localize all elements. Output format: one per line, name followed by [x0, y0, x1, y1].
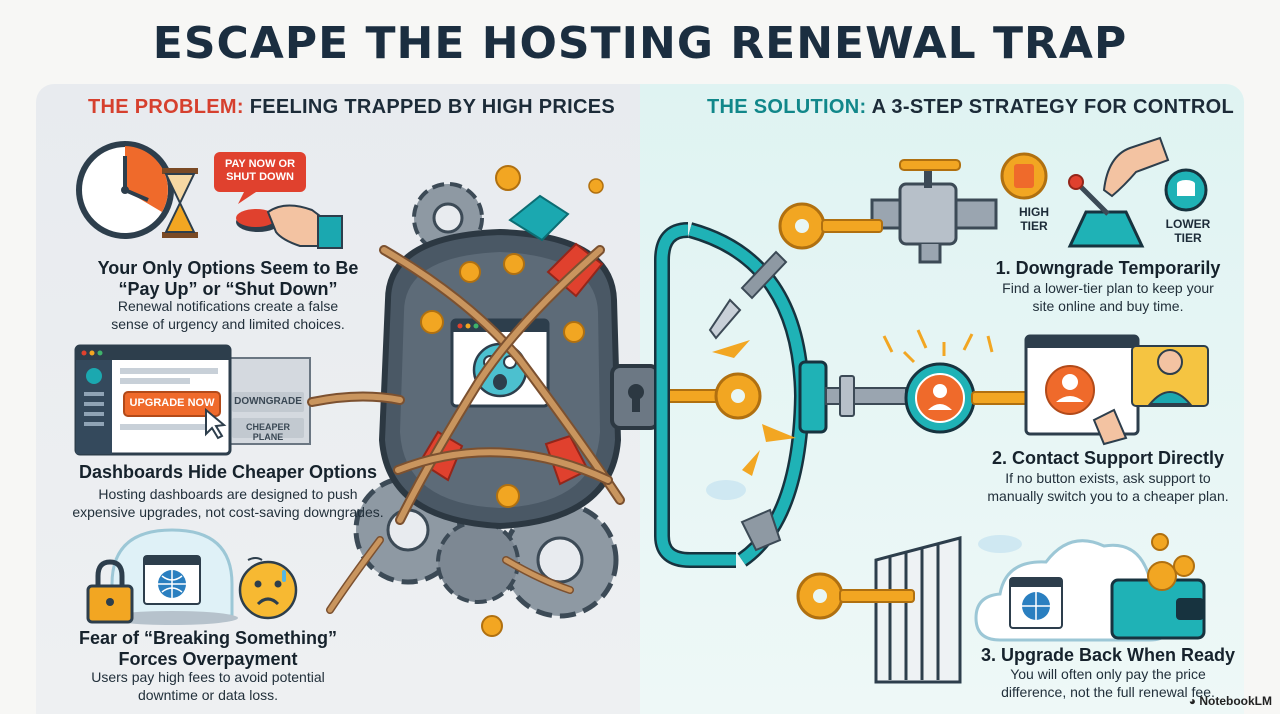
problem-1-description: Renewal notifications create a false sen… [40, 298, 416, 333]
lightning-sparks [712, 335, 894, 476]
step-1-desc-line-2: site online and buy time. [1032, 297, 1184, 314]
dollar-coins [420, 165, 604, 637]
problem-3-description: Users pay high fees to avoid potential d… [40, 669, 376, 704]
bubble-line-2: SHUT DOWN [226, 170, 294, 183]
solution-heading-text: A 3-STEP STRATEGY FOR CONTROL [871, 96, 1235, 118]
upgrade-now-button: UPGRADE NOW [129, 397, 215, 409]
problem-1-title-line-2: “Pay Up” or “Shut Down” [118, 279, 338, 300]
step-3-desc-line-2: difference, not the full renewal fee. [1001, 683, 1215, 700]
brand-watermark: ◕ NotebookLM [1189, 694, 1272, 708]
step-3-desc-line-1: You will often only pay the price [1010, 666, 1206, 682]
high-tier-label: HIGH TIER [1004, 205, 1064, 234]
brand-text: NotebookLM [1199, 694, 1272, 708]
step3-gate [706, 480, 1022, 684]
pointing-hand-icon [236, 204, 343, 249]
glass-dome-icon [106, 528, 238, 625]
key-icon-center [663, 372, 762, 420]
problem-1-desc-line-1: Renewal notifications create a false [117, 298, 339, 314]
step-1-description: Find a lower-tier plan to keep your site… [980, 280, 1236, 315]
hourglass-icon [162, 168, 198, 238]
cloud-wallet-icon [974, 533, 1206, 642]
support-key-icon [902, 329, 1031, 434]
problem-3-desc-line-2: downtime or data loss. [137, 686, 279, 703]
problem-3-title-line-1: Fear of “Breaking Something” [78, 628, 338, 648]
problem-2-desc-line-2: expensive upgrades, not cost-saving down… [72, 503, 384, 520]
problem-heading: THE PROBLEM: FEELING TRAPPED BY HIGH PRI… [88, 96, 615, 119]
problem-1-title: Your Only Options Seem to Be “Pay Up” or… [40, 258, 416, 300]
step-2-title: 2. Contact Support Directly [991, 448, 1225, 468]
page-title: ESCAPE THE HOSTING RENEWAL TRAP [152, 18, 1128, 69]
step-1-desc-line-1: Find a lower-tier plan to keep your [1002, 280, 1214, 296]
key-icon-step1 [708, 202, 883, 340]
problem-2-description: Hosting dashboards are designed to push … [30, 486, 426, 521]
lower-tier-label: LOWER TIER [1156, 217, 1220, 246]
speech-bubble-icon [214, 152, 306, 204]
ropes [307, 245, 625, 614]
pay-or-shut-bubble: PAY NOW OR SHUT DOWN [214, 158, 306, 183]
step-2-desc-line-2: manually switch you to a cheaper plan. [987, 487, 1229, 504]
solution-heading: THE SOLUTION: A 3-STEP STRATEGY FOR CONT… [707, 96, 1234, 119]
dashboard-window [74, 344, 311, 456]
high-tier-line-2: TIER [1020, 218, 1048, 233]
solution-tag: THE SOLUTION: [707, 96, 867, 118]
step2-connector [798, 360, 907, 434]
step-1-title: 1. Downgrade Temporarily [995, 258, 1221, 278]
cheaper-plane-button: CHEAPER PLANE [245, 422, 290, 442]
step-2-desc-line-1: If no button exists, ask support to [1005, 470, 1211, 486]
high-tier-line-1: HIGH [1019, 205, 1049, 219]
step-2-description: If no button exists, ask support to manu… [976, 470, 1240, 505]
lower-tier-line-1: LOWER [1165, 217, 1211, 231]
problem-3-desc-line-1: Users pay high fees to avoid potential [91, 669, 325, 685]
padlock-center-icon [610, 364, 660, 430]
problem-1-title-line-1: Your Only Options Seem to Be [97, 258, 359, 278]
step-3-title: 3. Upgrade Back When Ready [980, 645, 1236, 665]
downgrade-button: DOWNGRADE [234, 396, 302, 407]
problem-3-title-line-2: Forces Overpayment [118, 649, 298, 670]
problem-2-desc-line-1: Hosting dashboards are designed to push [98, 486, 358, 502]
support-agent-window [1024, 334, 1209, 446]
clock-icon [76, 141, 174, 239]
step1-lever [1000, 136, 1208, 248]
lower-tier-line-2: TIER [1174, 230, 1202, 245]
problem-tag: THE PROBLEM: [88, 96, 244, 118]
problem-2-title: Dashboards Hide Cheaper Options [78, 462, 378, 482]
problem-heading-text: FEELING TRAPPED BY HIGH PRICES [249, 96, 616, 118]
bubble-line-1: PAY NOW OR [224, 158, 296, 170]
brand-icon: ◕ [1188, 694, 1196, 708]
problem-3-title: Fear of “Breaking Something” Forces Over… [40, 628, 376, 670]
problem-1-desc-line-2: sense of urgency and limited choices. [111, 315, 345, 332]
padlock-icon [86, 559, 134, 624]
step-3-description: You will often only pay the price differ… [976, 666, 1240, 701]
worried-face-icon [238, 557, 298, 620]
faucet-icon [870, 159, 998, 264]
